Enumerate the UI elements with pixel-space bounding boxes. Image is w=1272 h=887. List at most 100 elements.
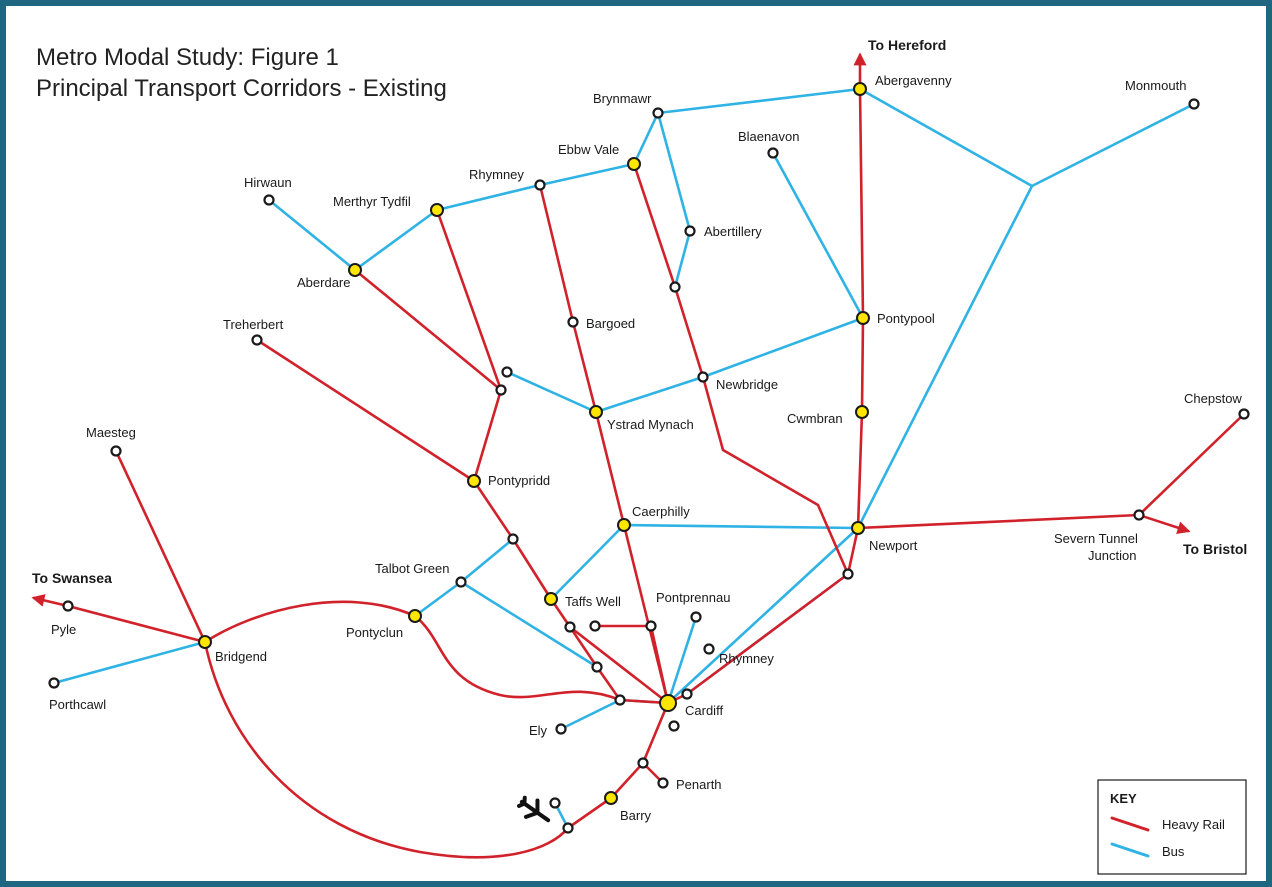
rail-bridgend-pyle	[66, 604, 207, 644]
station-barry[interactable]	[604, 791, 618, 805]
rail-ebbw-vale-line	[632, 162, 850, 576]
station-newport[interactable]	[851, 521, 865, 535]
station-rhymney-north[interactable]	[534, 179, 546, 191]
label-porthcawl: Porthcawl	[49, 697, 106, 712]
stop-hirwaun[interactable]	[263, 194, 275, 206]
stop-newport-south[interactable]	[842, 568, 854, 580]
station-taffs-well[interactable]	[544, 592, 558, 606]
bus-brynmawr-abergavenny	[656, 87, 862, 115]
stop-pontprennau[interactable]	[690, 611, 702, 623]
label-cwmbran: Cwmbran	[787, 411, 843, 426]
station-merthyr-tydfil[interactable]	[430, 203, 444, 217]
station-rhoose[interactable]	[562, 822, 574, 834]
station-cwmbran[interactable]	[855, 405, 869, 419]
station-caerphilly[interactable]	[617, 518, 631, 532]
station-maesteg[interactable]	[110, 445, 122, 457]
rail-to-swansea	[31, 594, 70, 608]
station-pontypridd[interactable]	[467, 474, 481, 488]
station-aberdare[interactable]	[348, 263, 362, 277]
label-bargoed: Bargoed	[586, 316, 635, 331]
station-bargoed[interactable]	[567, 316, 579, 328]
rail-maesteg-bridgend	[114, 449, 207, 644]
station-abergavenny[interactable]	[853, 82, 867, 96]
bus-hirwaun-aberdare	[267, 198, 357, 272]
stop-abertillery[interactable]	[684, 225, 696, 237]
label-rhymney-south: Rhymney	[719, 651, 774, 666]
station-penarth[interactable]	[657, 777, 669, 789]
station-cardiff-bay[interactable]	[668, 720, 680, 732]
stop-talbot-green[interactable]	[455, 576, 467, 588]
rail-aberdare-line	[353, 268, 503, 392]
station-severn-tunnel-junction[interactable]	[1133, 509, 1145, 521]
rail-barry-line	[566, 701, 670, 830]
label-bridgend: Bridgend	[215, 649, 267, 664]
station-radyr[interactable]	[564, 621, 576, 633]
station-chepstow[interactable]	[1238, 408, 1250, 420]
label-newbridge: Newbridge	[716, 377, 778, 392]
stop-unnamed-west[interactable]	[501, 366, 513, 378]
bus-ystrad-west	[505, 370, 598, 414]
stations	[48, 82, 1250, 834]
station-coryton-west[interactable]	[589, 620, 601, 632]
map-title-line-1: Metro Modal Study: Figure 1	[36, 44, 339, 71]
station-pyle[interactable]	[62, 600, 74, 612]
bus-pontypool-ystrad	[594, 316, 865, 414]
rail-abergavenny-newport	[856, 87, 865, 530]
bus-newport-cardiff	[666, 526, 860, 705]
label-monmouth: Monmouth	[1125, 78, 1186, 93]
key-heavy-rail-label: Heavy Rail	[1162, 817, 1225, 832]
station-ystrad-mynach[interactable]	[589, 405, 603, 419]
station-coryton[interactable]	[645, 620, 657, 632]
station-newbridge[interactable]	[697, 371, 709, 383]
bus-pontprennau-cardiff	[666, 615, 698, 705]
label-ebbw-vale: Ebbw Vale	[558, 142, 619, 157]
station-abercynon[interactable]	[495, 384, 507, 396]
stop-porthcawl[interactable]	[48, 677, 60, 689]
label-to-swansea: To Swansea	[32, 570, 112, 586]
label-talbot-green: Talbot Green	[375, 561, 449, 576]
station-danescourt[interactable]	[591, 661, 603, 673]
label-penarth: Penarth	[676, 777, 722, 792]
label-aberdare: Aberdare	[297, 275, 350, 290]
station-treforest[interactable]	[507, 533, 519, 545]
rail-severn-chepstow	[1137, 412, 1246, 517]
stop-ely[interactable]	[555, 723, 567, 735]
stop-brynmawr[interactable]	[652, 107, 664, 119]
bus-junction-newport	[856, 184, 1034, 530]
rail-merthyr-line	[435, 208, 670, 705]
label-blaenavon: Blaenavon	[738, 129, 799, 144]
bus-brynmawr-abertillery	[656, 111, 692, 289]
rail-bridgend-pontyclun-cardiff	[203, 600, 670, 705]
station-pontypool[interactable]	[856, 311, 870, 325]
station-ninian-park[interactable]	[614, 694, 626, 706]
stop-airport[interactable]	[549, 797, 561, 809]
label-hirwaun: Hirwaun	[244, 175, 292, 190]
stop-monmouth[interactable]	[1188, 98, 1200, 110]
map-key: KEY Heavy Rail Bus	[1097, 779, 1247, 875]
stop-rhymney-south[interactable]	[703, 643, 715, 655]
bus-aberdare-merthyr	[353, 208, 439, 272]
station-cogan[interactable]	[637, 757, 649, 769]
label-barry: Barry	[620, 808, 652, 823]
label-caerphilly: Caerphilly	[632, 504, 690, 519]
label-taffs-well: Taffs Well	[565, 594, 621, 609]
bus-lines	[52, 87, 1196, 830]
label-newport: Newport	[869, 538, 918, 553]
stop-blaenavon[interactable]	[767, 147, 779, 159]
key-bus-label: Bus	[1162, 844, 1185, 859]
bus-caerphilly-newport	[622, 523, 860, 530]
station-cardiff-east[interactable]	[681, 688, 693, 700]
station-pontyclun[interactable]	[408, 609, 422, 623]
station-cardiff[interactable]	[659, 694, 677, 712]
station-treherbert[interactable]	[251, 334, 263, 346]
label-merthyr-tydfil: Merthyr Tydfil	[333, 194, 411, 209]
key-title: KEY	[1110, 791, 1137, 806]
station-ebbw-vale[interactable]	[627, 157, 641, 171]
station-unnamed-ebbw[interactable]	[669, 281, 681, 293]
label-severn-tunnel-1: Severn Tunnel	[1054, 531, 1138, 546]
station-bridgend[interactable]	[198, 635, 212, 649]
label-severn-tunnel-2: Junction	[1088, 548, 1136, 563]
label-ely: Ely	[529, 723, 548, 738]
